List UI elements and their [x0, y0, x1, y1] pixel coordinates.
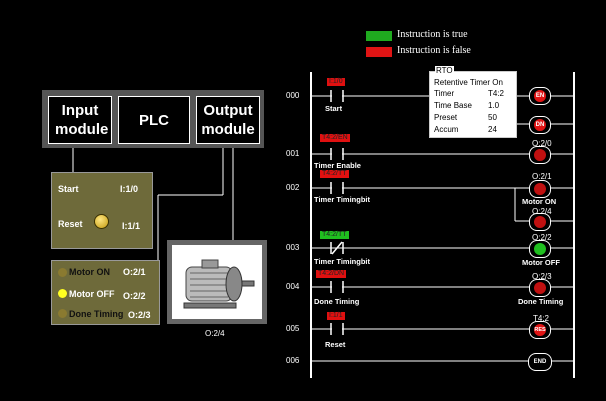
- coil-address: O:2/2: [532, 233, 552, 242]
- reset-address: I:1/1: [122, 221, 141, 231]
- contact-label: Timer Timingbit: [314, 257, 370, 266]
- legend-false-label: Instruction is false: [397, 45, 471, 56]
- plc-label: PLC: [139, 111, 169, 129]
- coil-label: Motor ON: [522, 197, 557, 206]
- motor-on-address: O:2/1: [123, 267, 146, 277]
- dn-coil-label: DN: [534, 119, 546, 131]
- res-coil: RES: [529, 321, 551, 339]
- reset-button[interactable]: [94, 214, 109, 229]
- output-module-block: Output module: [196, 96, 260, 144]
- rung-number: 003: [286, 243, 300, 252]
- coil-label: Motor OFF: [522, 258, 560, 267]
- input-panel: Start I:1/0 Reset I:1/1: [51, 172, 153, 249]
- contact-label: Timer Enable: [314, 161, 361, 170]
- legend-true-swatch: [366, 31, 392, 41]
- rto-row: Timer T4:2: [434, 89, 514, 101]
- dn-coil: DN: [529, 116, 551, 134]
- output-coil: [529, 146, 551, 164]
- motor-on-label: Motor ON: [69, 267, 110, 277]
- motor-address: O:2/4: [205, 329, 225, 338]
- output-module-label: Output module: [201, 102, 255, 138]
- contact-label: Done Timing: [314, 297, 360, 306]
- rung-number: 006: [286, 356, 300, 365]
- coil-address: O:2/4: [532, 207, 552, 216]
- contact-tag: I:1/1: [327, 312, 345, 320]
- output-coil: [529, 240, 551, 258]
- rto-block: Retentive Timer On Timer T4:2 Time Base …: [429, 71, 517, 138]
- done-timing-address: O:2/3: [128, 310, 151, 320]
- motor-off-address: O:2/2: [123, 291, 146, 301]
- coil-label: Done Timing: [518, 297, 564, 306]
- output-coil: [529, 180, 551, 198]
- rto-subtitle: Retentive Timer On: [434, 78, 503, 87]
- contact-label: Start: [325, 104, 343, 113]
- en-coil: EN: [529, 87, 551, 105]
- start-address: I:1/0: [120, 184, 139, 194]
- rung-number: 005: [286, 324, 300, 333]
- end-coil: END: [528, 353, 552, 371]
- done-timing-label: Done Timing: [69, 309, 124, 319]
- output-coil: [529, 279, 551, 297]
- motor-image-frame: [167, 240, 267, 324]
- coil-address: O:2/1: [532, 172, 552, 181]
- contact-label: Reset: [325, 340, 346, 349]
- motor-off-lamp: [58, 289, 67, 298]
- rto-row-key: Timer: [434, 89, 455, 98]
- coil-address: O:2/0: [532, 139, 552, 148]
- rung-number: 004: [286, 282, 300, 291]
- input-module-block: Input module: [48, 96, 112, 144]
- end-coil-label: END: [533, 359, 547, 365]
- output-coil: [529, 213, 551, 231]
- rto-row-value: 24: [488, 125, 497, 134]
- rto-row: Preset 50: [434, 113, 514, 125]
- done-timing-lamp: [58, 309, 67, 318]
- legend-false-swatch: [366, 47, 392, 57]
- contact-label: Timer Timingbit: [314, 195, 370, 204]
- rto-title: RTO: [435, 66, 454, 75]
- contact-tag: T4:2/DN: [316, 270, 347, 278]
- rto-row-key: Preset: [434, 113, 458, 122]
- reset-label: Reset: [58, 219, 83, 229]
- start-label: Start: [58, 184, 79, 194]
- motor-image: [172, 245, 262, 319]
- contact-tag: T4:2/TT: [320, 231, 349, 239]
- motor-on-lamp: [58, 268, 67, 277]
- rung-number: 001: [286, 149, 300, 158]
- input-module-label: Input module: [55, 102, 109, 138]
- coil-address: T4:2: [533, 314, 550, 323]
- plc-block: PLC: [118, 96, 190, 144]
- rung-number: 000: [286, 91, 300, 100]
- res-coil-label: RES: [534, 324, 546, 336]
- rto-row-value: 50: [488, 113, 497, 122]
- contact-tag: T4:2/TT: [320, 170, 349, 178]
- rto-rows: Timer T4:2 Time Base 1.0 Preset 50 Accum…: [434, 89, 514, 137]
- motor-off-label: Motor OFF: [69, 289, 115, 299]
- rto-row: Accum 24: [434, 125, 514, 137]
- contact-tag: I:1/0: [327, 78, 345, 86]
- rto-row-value: 1.0: [488, 101, 500, 110]
- en-coil-label: EN: [534, 90, 546, 102]
- coil-address: O:2/3: [532, 272, 552, 281]
- legend-true-label: Instruction is true: [397, 29, 468, 40]
- contact-tag: T4:2/EN: [320, 134, 350, 142]
- rung-number: 002: [286, 183, 300, 192]
- rto-row-key: Accum: [434, 125, 459, 134]
- rto-row-value: T4:2: [488, 89, 505, 98]
- rto-row: Time Base 1.0: [434, 101, 514, 113]
- rto-row-key: Time Base: [434, 101, 472, 110]
- indicator-panel: Motor ON O:2/1 Motor OFF O:2/2 Done Timi…: [51, 260, 160, 325]
